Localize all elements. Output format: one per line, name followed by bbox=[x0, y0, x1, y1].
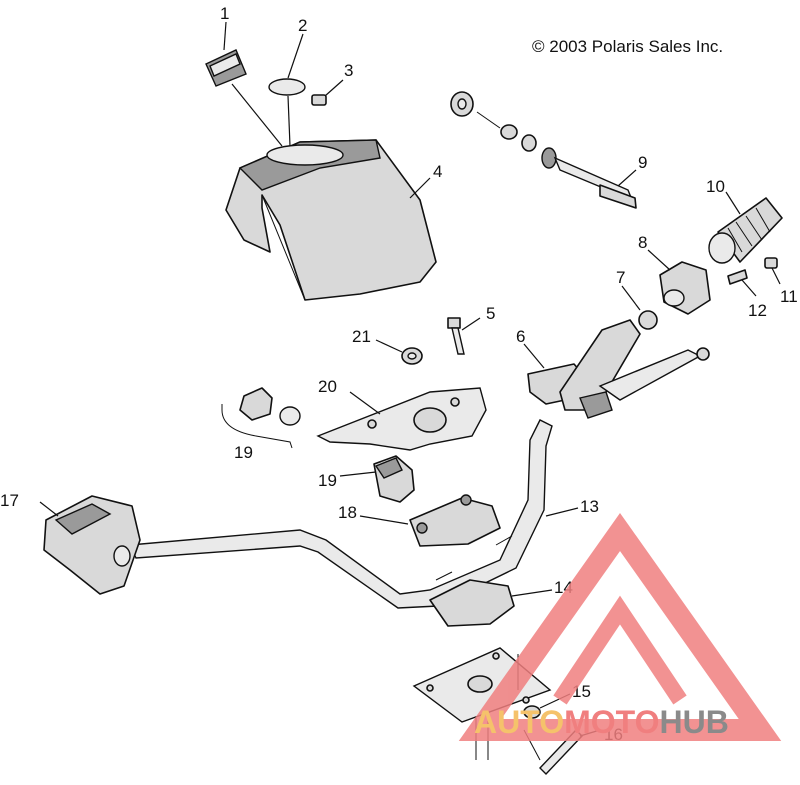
part-13-handlebar bbox=[128, 419, 553, 609]
watermark-moto: MOTO bbox=[564, 704, 659, 740]
callout-6: 6 bbox=[516, 327, 525, 346]
watermark-text: AUTOMOTOHUB bbox=[474, 704, 729, 740]
part-20-bracket-plate bbox=[316, 387, 487, 451]
callout-numbers: 1 2 3 4 5 6 7 8 9 10 11 12 13 14 15 16 1… bbox=[0, 4, 798, 744]
callout-19-left: 19 bbox=[234, 443, 253, 462]
part-2-gasket bbox=[268, 78, 306, 96]
part-10-grip bbox=[708, 197, 783, 264]
callout-5: 5 bbox=[486, 304, 495, 323]
callout-10: 10 bbox=[706, 177, 725, 196]
part-9-cable-assembly bbox=[450, 91, 637, 209]
callout-11: 11 bbox=[780, 287, 798, 306]
callout-2: 2 bbox=[298, 16, 307, 35]
part-19-switch-knob bbox=[373, 455, 415, 503]
part-3-screw bbox=[311, 94, 327, 106]
part-6-master-cylinder bbox=[527, 319, 710, 419]
part-4-handlebar-cover bbox=[225, 139, 437, 301]
part-18-upper-clamp bbox=[409, 494, 501, 547]
part-8-throttle-housing bbox=[659, 261, 711, 315]
watermark-hub: HUB bbox=[659, 704, 728, 740]
part-19-switch-left bbox=[221, 387, 301, 449]
part-14-lower-clamp bbox=[429, 579, 515, 627]
part-12-screw bbox=[727, 269, 748, 285]
callout-12: 12 bbox=[748, 301, 767, 320]
part-7-bushing bbox=[638, 310, 658, 330]
watermark-auto: AUTO bbox=[474, 704, 564, 740]
callout-20: 20 bbox=[318, 377, 337, 396]
callout-3: 3 bbox=[344, 61, 353, 80]
callout-13: 13 bbox=[580, 497, 599, 516]
callout-1: 1 bbox=[220, 4, 229, 23]
copyright-text: © 2003 Polaris Sales Inc. bbox=[532, 37, 723, 56]
callout-21: 21 bbox=[352, 327, 371, 346]
watermark-logo bbox=[458, 512, 782, 741]
callout-4: 4 bbox=[433, 162, 442, 181]
callout-19-knob: 19 bbox=[318, 471, 337, 490]
part-1-clip bbox=[205, 49, 247, 87]
callout-8: 8 bbox=[638, 233, 647, 252]
callout-18: 18 bbox=[338, 503, 357, 522]
svg-text:AUTOMOTOHUB: AUTOMOTOHUB bbox=[474, 704, 729, 740]
callout-9: 9 bbox=[638, 153, 647, 172]
part-5-bolt bbox=[447, 317, 465, 355]
leader-lines bbox=[39, 21, 781, 737]
part-11-cap bbox=[764, 257, 778, 269]
callout-7: 7 bbox=[616, 268, 625, 287]
part-21-washer bbox=[401, 347, 423, 365]
part-17-switch-housing bbox=[43, 495, 141, 595]
callout-17: 17 bbox=[0, 491, 19, 510]
part-15-nut bbox=[523, 705, 541, 719]
